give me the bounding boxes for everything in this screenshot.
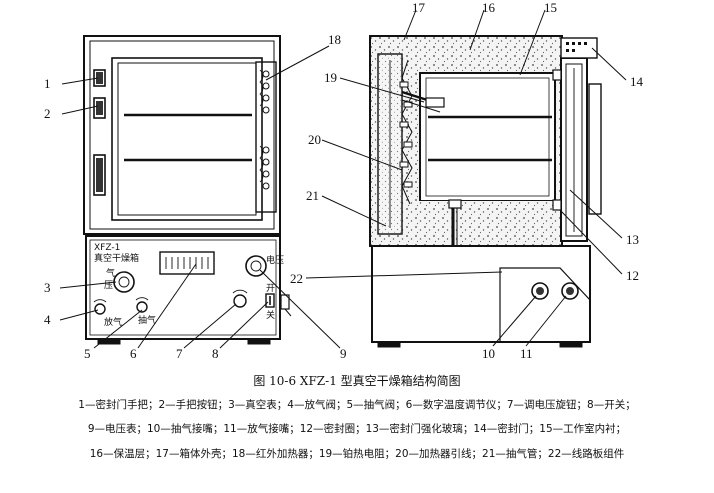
callout-12: 12 — [626, 268, 639, 283]
pump-valve — [136, 301, 148, 313]
front-heater-column — [255, 61, 277, 213]
switch-label-1: 开 — [266, 283, 275, 294]
callout-20: 20 — [308, 132, 321, 147]
callout-17: 17 — [412, 0, 426, 15]
callout-4: 4 — [44, 312, 51, 327]
callout-2: 2 — [44, 106, 51, 121]
door-control-box — [560, 37, 598, 59]
vacuum-gauge — [113, 271, 135, 293]
callout-6: 6 — [130, 346, 137, 361]
door-handle-bar — [93, 154, 106, 196]
work-chamber — [419, 72, 556, 202]
callout-18: 18 — [328, 32, 341, 47]
callout-5: 5 — [84, 346, 91, 361]
door-body — [83, 35, 281, 235]
legend-line-2: 9—电压表；10—抽气接嘴；11—放气接嘴；12—密封圈；13—密封门强化玻璃；… — [87, 423, 627, 435]
callout-1: 1 — [44, 76, 51, 91]
power-switch — [265, 293, 275, 308]
switch-label-2: 关 — [266, 309, 275, 321]
callout-21: 21 — [306, 188, 319, 203]
voltmeter — [245, 255, 267, 277]
pump-label: 抽气 — [138, 314, 156, 326]
figure-caption: 图 10-6 XFZ-1 型真空干燥箱结构简图 — [253, 374, 461, 388]
callout-9: 9 — [340, 346, 347, 361]
callout-22: 22 — [290, 271, 303, 286]
callout-10: 10 — [482, 346, 495, 361]
release-label: 放气 — [104, 316, 122, 328]
callout-16: 16 — [482, 0, 496, 15]
legend-line-3: 16—保温层；17—箱体外壳；18—红外加热器；19—铂热电阻；20—加热器引线… — [89, 448, 625, 460]
handle-button — [93, 97, 106, 119]
gauge-label-1: 气 — [106, 267, 115, 279]
base-box — [371, 245, 591, 343]
callout-numbers: 1 2 3 4 5 6 7 8 9 10 11 12 13 14 15 16 1… — [44, 0, 644, 361]
panel-model: XFZ-1 — [94, 243, 120, 253]
gauge-label-2: 压 — [104, 280, 113, 291]
panel-labels: XFZ-1 真空干燥箱 气 压 电压 放气 抽气 开 关 — [94, 243, 284, 328]
callout-13: 13 — [626, 232, 639, 247]
voltage-label: 电压 — [266, 254, 284, 266]
front-view — [83, 35, 292, 345]
front-window — [111, 57, 263, 221]
callout-3: 3 — [44, 280, 51, 295]
callout-7: 7 — [176, 346, 183, 361]
callout-8: 8 — [212, 346, 219, 361]
leader-lines — [59, 9, 627, 349]
callout-11: 11 — [520, 346, 533, 361]
voltage-knob — [233, 294, 247, 308]
section-view — [369, 35, 602, 348]
digital-temp-display — [159, 251, 215, 275]
callout-15: 15 — [544, 0, 557, 15]
legend-line-1: 1—密封门手把；2—手把按钮；3—真空表；4—放气阀；5—抽气阀；6—数字温度调… — [78, 399, 636, 411]
callout-19: 19 — [324, 70, 337, 85]
control-panel — [85, 235, 281, 340]
panel-name: 真空干燥箱 — [94, 252, 139, 264]
release-valve — [94, 303, 106, 315]
callout-14: 14 — [630, 74, 644, 89]
